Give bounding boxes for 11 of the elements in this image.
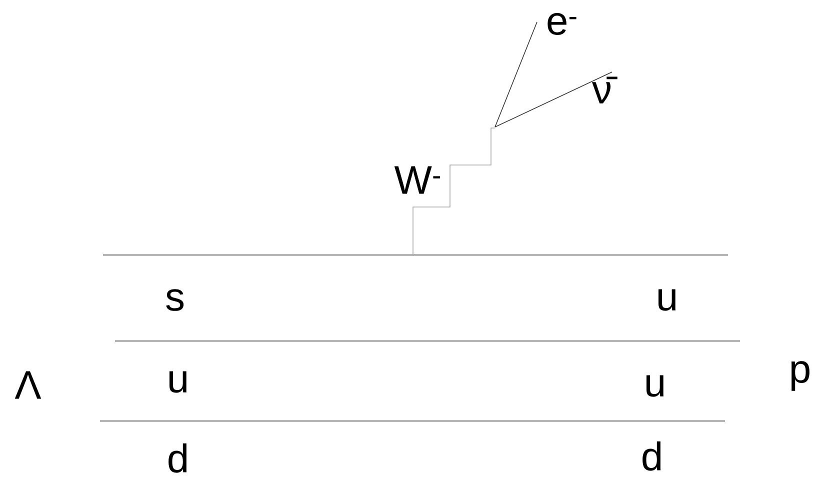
particle-label: u (646, 375, 664, 397)
particle-label: p (791, 361, 810, 391)
particle-label: ν̄ (592, 76, 618, 104)
particle-label: d (168, 443, 187, 473)
particle-label: d (642, 441, 661, 471)
particle-label: s (166, 289, 184, 311)
particle-label: u (169, 371, 186, 393)
particle-label: W$^{-}$ (394, 166, 440, 194)
particle-label: u (658, 289, 676, 311)
particle-label: e$^{-}$ (548, 13, 576, 35)
particle-label: Λ (14, 371, 42, 399)
